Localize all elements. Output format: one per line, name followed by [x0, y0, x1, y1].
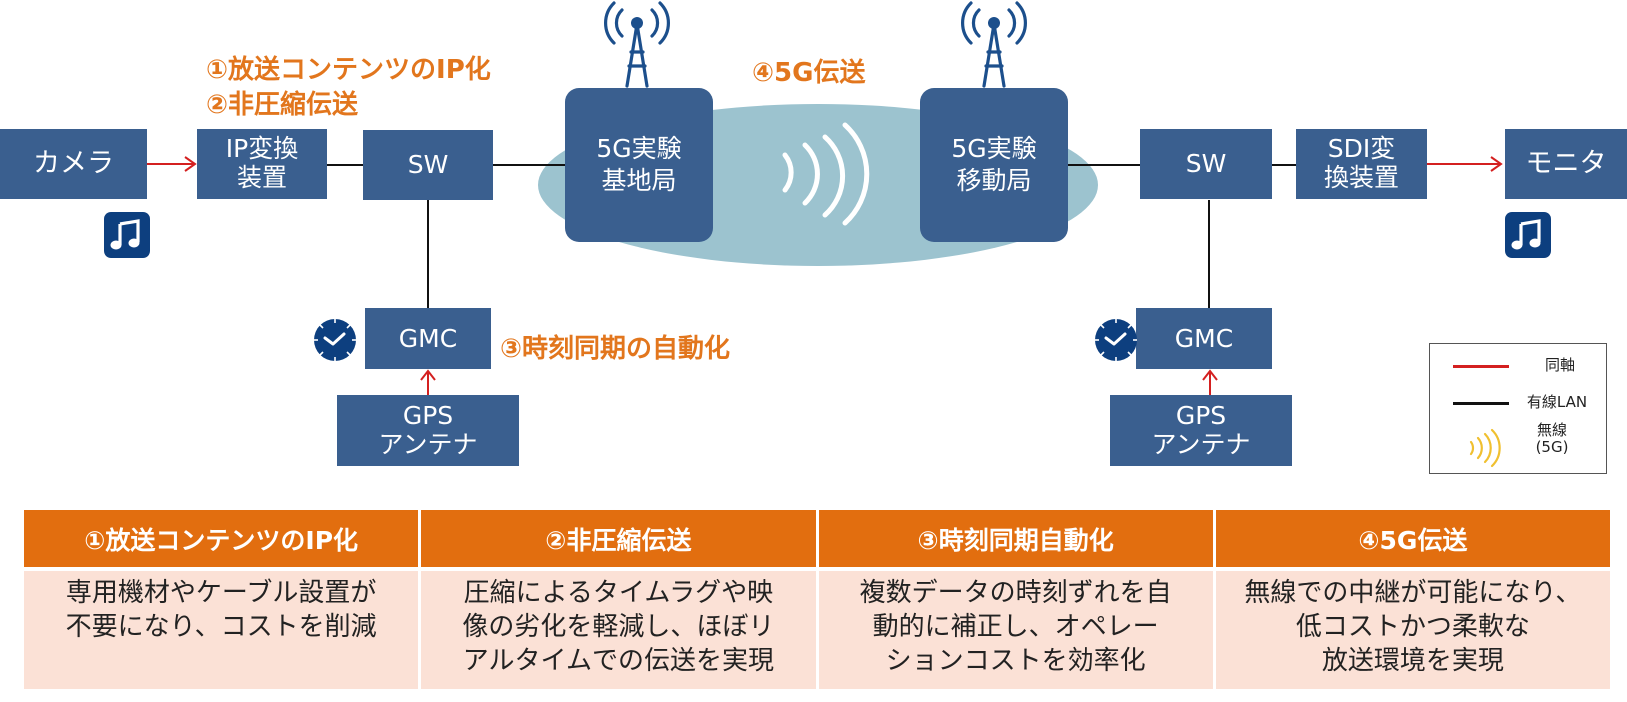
legend-label-lan: 有線LAN [1526, 393, 1588, 411]
benefits-table: ①放送コンテンツのIP化 ②非圧縮伝送 ③時刻同期自動化 ④5G伝送 専用機材や… [24, 510, 1610, 689]
legend-black-line [1453, 402, 1509, 405]
gmc-right-label: GMC [1174, 323, 1234, 353]
table-cell: 無線での中継が可能になり、 低コストかつ柔軟な 放送環境を実現 [1215, 571, 1610, 689]
lan-line-sw-gmc-left [427, 200, 429, 308]
ip-converter-label: IP変換 装置 [225, 134, 299, 192]
gmc-left-node: GMC [365, 308, 491, 369]
annotation-ip-conversion: ①放送コンテンツのIP化 [206, 55, 491, 85]
mobile-station-node: 5G実験 移動局 [920, 88, 1068, 242]
sw-left-label: SW [407, 150, 449, 179]
coax-arrow-gps-gmc-left [420, 369, 436, 397]
camera-node: カメラ [0, 129, 147, 199]
coax-arrow-sdi-monitor [1425, 156, 1503, 172]
gmc-right-node: GMC [1136, 308, 1272, 369]
lan-line-ipconv-sw [327, 164, 363, 166]
annotation-uncompressed: ②非圧縮伝送 [206, 90, 359, 120]
lan-line-sw-base [493, 164, 565, 166]
monitor-label: モニタ [1525, 147, 1607, 179]
music-note-icon [1505, 212, 1551, 258]
wireless-signal-icon [782, 122, 870, 226]
legend-red-line [1453, 365, 1509, 368]
annotation-time-sync: ③時刻同期の自動化 [500, 334, 731, 364]
base-station-label: 5G実験 基地局 [596, 133, 682, 196]
annotation-5g: ④5G伝送 [752, 58, 866, 88]
music-note-icon [104, 212, 150, 258]
gps-right-node: GPS アンテナ [1110, 395, 1292, 466]
sw-right-node: SW [1140, 129, 1272, 199]
clock-icon [314, 319, 356, 361]
monitor-node: モニタ [1505, 129, 1627, 199]
antenna-tower-icon [961, 1, 1027, 88]
antenna-tower-icon [604, 1, 670, 88]
mobile-station-label: 5G実験 移動局 [951, 133, 1037, 196]
camera-label: カメラ [33, 147, 114, 179]
table-header: ②非圧縮伝送 [421, 510, 816, 567]
table-cell: 複数データの時刻ずれを自 動的に補正し、オペレー ションコストを効率化 [818, 571, 1213, 689]
coax-arrow-camera-ipconv [147, 156, 197, 172]
table-cell: 専用機材やケーブル設置が 不要になり、コストを削減 [24, 571, 419, 689]
lan-line-sw-sdi [1272, 164, 1296, 166]
gps-left-node: GPS アンテナ [337, 395, 519, 466]
legend: 同軸 有線LAN 無線 (5G) [1429, 343, 1607, 474]
sw-right-label: SW [1185, 149, 1227, 178]
gmc-left-label: GMC [398, 323, 458, 353]
base-station-node: 5G実験 基地局 [565, 88, 713, 242]
legend-label-wireless: 無線 (5G) [1535, 421, 1569, 456]
sdi-converter-node: SDI変 換装置 [1296, 129, 1427, 199]
gps-left-label: GPS アンテナ [378, 400, 478, 459]
legend-label-coax: 同軸 [1544, 356, 1575, 374]
lan-line-sw-gmc-right [1208, 200, 1210, 308]
table-header: ①放送コンテンツのIP化 [24, 510, 419, 567]
clock-icon [1095, 319, 1137, 361]
table-cell: 圧縮によるタイムラグや映 像の劣化を軽減し、ほぼリ アルタイムでの伝送を実現 [421, 571, 816, 689]
gps-right-label: GPS アンテナ [1151, 400, 1251, 459]
sdi-converter-label: SDI変 換装置 [1323, 134, 1399, 192]
sw-left-node: SW [363, 130, 493, 200]
ip-converter-node: IP変換 装置 [197, 129, 327, 199]
table-header: ④5G伝送 [1215, 510, 1610, 567]
lan-line-mobile-sw [1064, 164, 1144, 166]
coax-arrow-gps-gmc-right [1202, 369, 1218, 397]
table-header: ③時刻同期自動化 [818, 510, 1213, 567]
wireless-signal-icon [1469, 428, 1501, 468]
